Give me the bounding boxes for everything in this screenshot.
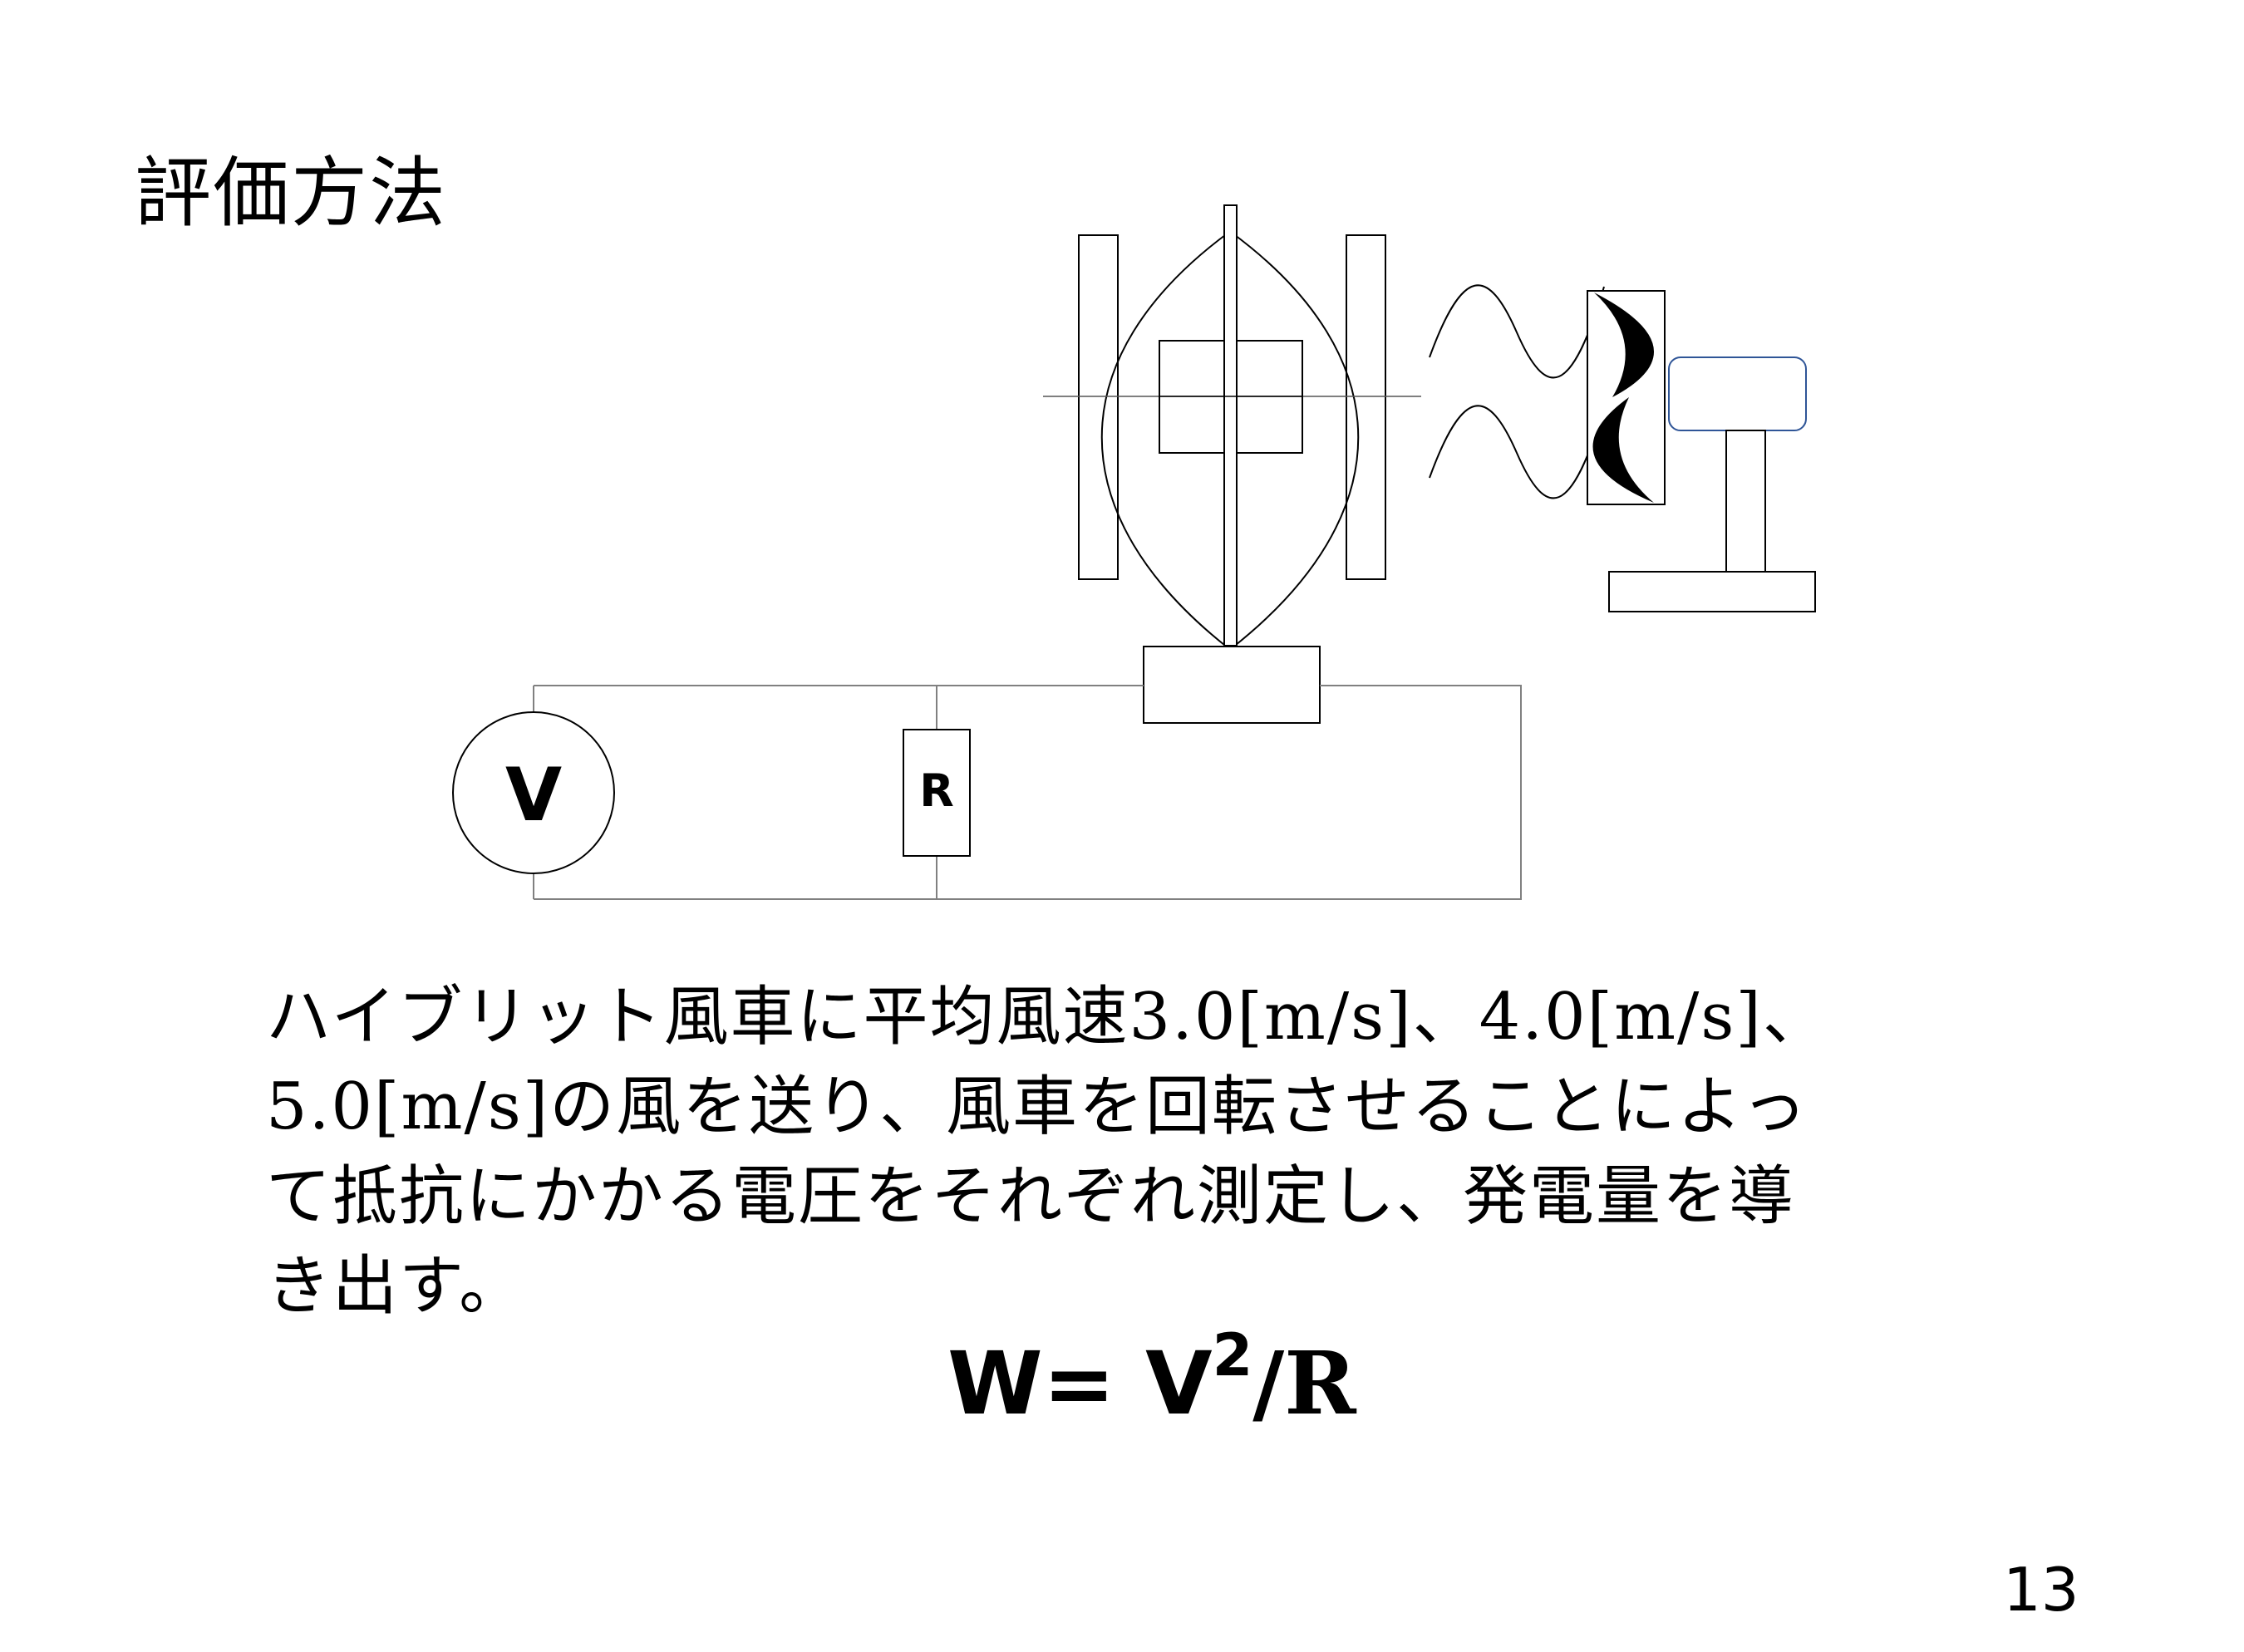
blower xyxy=(1587,290,1816,612)
wind-turbine xyxy=(1043,204,1421,724)
wind-wave-bottom xyxy=(1429,405,1605,499)
resistor xyxy=(903,729,971,857)
turbine-left-blade xyxy=(1078,234,1119,580)
blower-base xyxy=(1608,571,1816,612)
wind-wave-top xyxy=(1429,284,1605,379)
slide-title: 評価方法 xyxy=(135,149,448,238)
experiment-diagram: V R xyxy=(452,204,1816,900)
voltmeter xyxy=(452,711,615,874)
blower-upper-blade xyxy=(1594,293,1654,397)
formula-base: V xyxy=(1145,1333,1213,1434)
blower-head xyxy=(1668,356,1807,431)
description-line: て抵抗にかかる電圧をそれぞれ測定し、発電量を導 xyxy=(266,1159,1796,1234)
resistor-label: R xyxy=(919,765,954,817)
description-line: ハイブリット風車に平均風速3.0[m/s]、4.0[m/s]、 xyxy=(266,980,1829,1055)
turbine-right-blade xyxy=(1346,234,1386,580)
turbine-left-curve xyxy=(1100,232,1229,649)
wind-waves xyxy=(1429,284,1605,499)
description-text: ハイブリット風車に平均風速3.0[m/s]、4.0[m/s]、 5.0[m/s]… xyxy=(266,972,2053,1331)
description-line: き出す。 xyxy=(266,1249,526,1324)
formula-lhs: W= xyxy=(947,1333,1115,1434)
formula-rhs: /R xyxy=(1252,1332,1356,1434)
description-line: 5.0[m/s]の風を送り、風車を回転させることによっ xyxy=(266,1069,1808,1144)
page-number: 13 xyxy=(2003,1555,2079,1625)
blower-stand xyxy=(1725,430,1766,573)
power-formula: W= V2/R xyxy=(947,1326,1356,1438)
measurement-circuit: V R xyxy=(452,685,1522,900)
turbine-shaft xyxy=(1223,204,1238,647)
turbine-right-curve xyxy=(1231,232,1360,649)
formula-exponent: 2 xyxy=(1212,1321,1253,1389)
generator-box xyxy=(1143,646,1321,724)
voltmeter-label: V xyxy=(505,752,562,838)
wire-top-right xyxy=(534,685,1522,900)
blower-lower-blade xyxy=(1592,397,1654,503)
circuit-wires xyxy=(533,685,1522,900)
